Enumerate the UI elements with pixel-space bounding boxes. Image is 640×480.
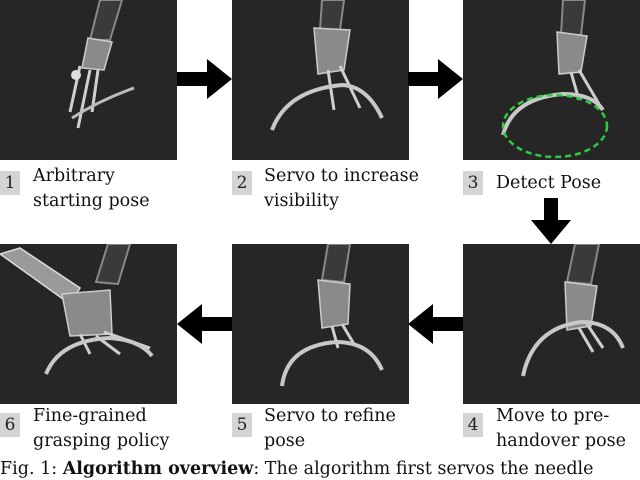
arrow-left-icon: [177, 304, 232, 344]
step-number-6: 6: [0, 413, 20, 437]
arrow-right-icon: [177, 59, 232, 99]
figure-caption-bold: Algorithm overview: [62, 459, 254, 479]
step-caption-3: Detect Pose: [496, 173, 602, 193]
figure-caption-text: : The algorithm first servos the needle: [253, 459, 594, 479]
panel-5-image: [232, 244, 409, 404]
step-number-2: 2: [232, 171, 252, 195]
step-number-5: 5: [232, 413, 252, 437]
panel-4-image: [463, 244, 640, 404]
panel-6-image: [0, 244, 177, 404]
step-number-4: 4: [463, 413, 483, 437]
arrow-down-icon: [531, 198, 571, 244]
arrow-right-icon: [408, 59, 463, 99]
panel-2-image: [232, 0, 409, 160]
panel-1-image: [0, 0, 177, 160]
figure-label: Fig. 1:: [0, 459, 58, 479]
arrow-left-icon: [408, 304, 463, 344]
step-number-1: 1: [0, 171, 20, 195]
step-caption-4: Move to pre-handover pose: [496, 406, 626, 451]
figure-caption: Fig. 1: Algorithm overview: The algorith…: [0, 458, 640, 480]
panel-3-image: [463, 0, 640, 160]
step-number-3: 3: [463, 171, 483, 195]
